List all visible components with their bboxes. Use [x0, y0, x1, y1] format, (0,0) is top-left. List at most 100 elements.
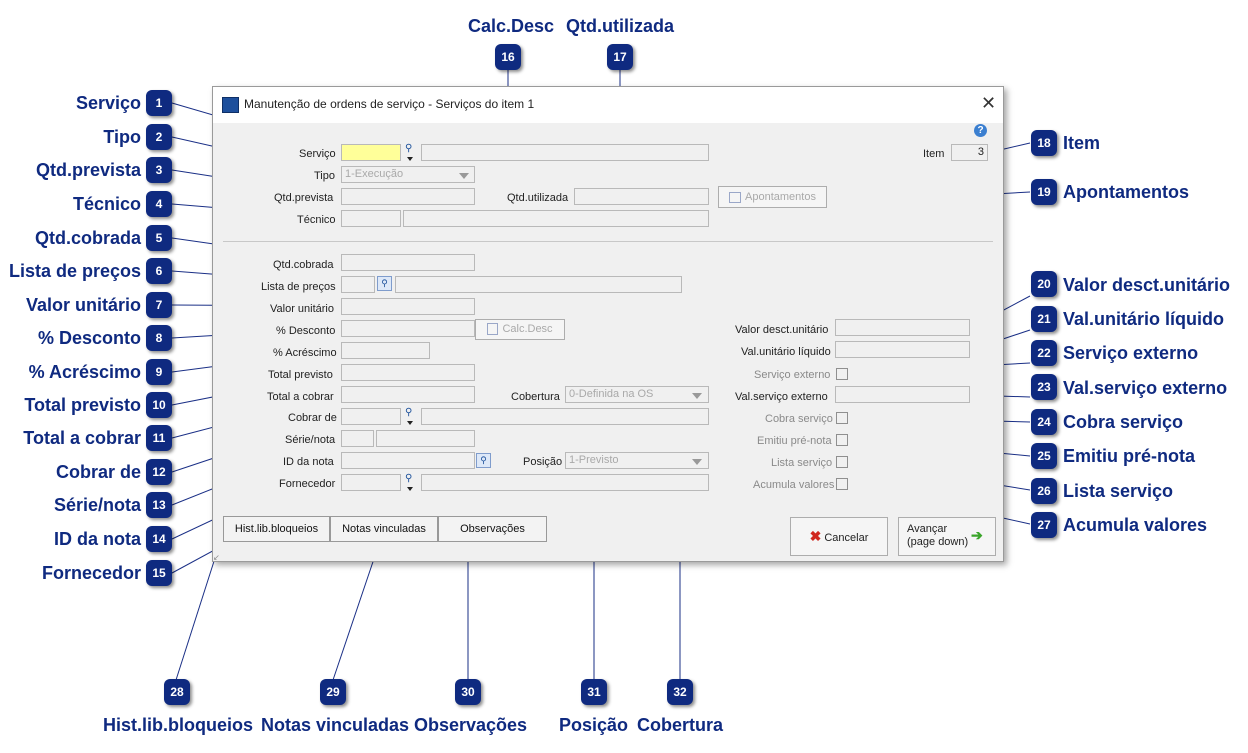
callout-badge-6: 6: [146, 258, 172, 284]
callout-label-32: Cobertura: [637, 715, 724, 735]
tipo-chevron-down-icon[interactable]: [459, 173, 469, 179]
avancar-button[interactable]: Avançar (page down) ➔: [898, 517, 996, 556]
total-previsto-input[interactable]: [341, 364, 475, 381]
fornecedor-label: Fornecedor: [279, 478, 336, 490]
tab-observacoes[interactable]: Observações: [438, 516, 547, 542]
lista-precos-label: Lista de preços: [261, 281, 336, 293]
title-bar: Manutenção de ordens de serviço - Serviç…: [213, 87, 1003, 123]
qtd-utilizada-input[interactable]: [574, 188, 709, 205]
callout-label-5: Qtd.cobrada: [34, 228, 141, 248]
cobrar-de-dropdown-icon[interactable]: [407, 421, 413, 425]
servico-externo-label: Serviço externo: [754, 369, 831, 381]
callout-badge-1: 1: [146, 90, 172, 116]
val-unitario-liquido-label: Val.unitário líquido: [741, 346, 831, 358]
servico-input[interactable]: [341, 144, 401, 161]
pct-desconto-label: % Desconto: [276, 325, 336, 337]
callout-label-2: Tipo: [103, 127, 141, 147]
callout-label-14: ID da nota: [53, 529, 141, 549]
callout-badge-16: 16: [495, 44, 521, 70]
servico-search-icon[interactable]: ⚲: [405, 143, 413, 154]
servico-externo-checkbox[interactable]: [836, 368, 848, 380]
callout-badge-11: 11: [146, 425, 172, 451]
callout-label-9: % Acréscimo: [28, 362, 141, 382]
callout-badge-4: 4: [146, 191, 172, 217]
nota-input[interactable]: [376, 430, 475, 447]
id-nota-input[interactable]: [341, 452, 475, 469]
callout-badge-7: 7: [146, 292, 172, 318]
qtd-prevista-input[interactable]: [341, 188, 475, 205]
cobertura-chevron-down-icon[interactable]: [692, 393, 702, 399]
callout-label-3: Qtd.prevista: [35, 160, 141, 180]
callout-badge-28: 28: [164, 679, 190, 705]
tecnico-input[interactable]: [341, 210, 401, 227]
callout-label-24: Cobra serviço: [1063, 412, 1184, 432]
posicao-chevron-down-icon[interactable]: [692, 459, 702, 465]
posicao-select[interactable]: 1-Previsto: [565, 452, 709, 469]
cancelar-button[interactable]: ✖Cancelar: [790, 517, 888, 556]
callout-label-19: Apontamentos: [1063, 182, 1189, 202]
tipo-select[interactable]: 1-Execução: [341, 166, 475, 183]
callout-badge-12: 12: [146, 459, 172, 485]
fornecedor-input[interactable]: [341, 474, 401, 491]
tecnico-label: Técnico: [297, 214, 336, 226]
tab-hist-lib-bloqueios[interactable]: Hist.lib.bloqueios: [223, 516, 330, 542]
arrow-right-icon: ➔: [971, 527, 983, 543]
val-servico-externo-input[interactable]: [835, 386, 970, 403]
callout-badge-3: 3: [146, 157, 172, 183]
help-icon[interactable]: ?: [974, 124, 987, 137]
service-order-dialog: Manutenção de ordens de serviço - Serviç…: [212, 86, 1004, 562]
val-unitario-liquido-input[interactable]: [835, 341, 970, 358]
callout-badge-18: 18: [1031, 130, 1057, 156]
fornecedor-search-icon[interactable]: ⚲: [405, 473, 413, 484]
acumula-valores-checkbox[interactable]: [836, 478, 848, 490]
pct-acrescimo-input[interactable]: [341, 342, 430, 359]
close-icon[interactable]: ✕: [981, 93, 997, 113]
qtd-prevista-label: Qtd.prevista: [274, 192, 334, 204]
emitiu-pre-nota-checkbox[interactable]: [836, 434, 848, 446]
cobertura-label: Cobertura: [511, 391, 560, 403]
callout-badge-24: 24: [1031, 409, 1057, 435]
cobrar-de-input[interactable]: [341, 408, 401, 425]
callout-badge-9: 9: [146, 359, 172, 385]
cancelar-button-label: Cancelar: [824, 532, 869, 544]
total-cobrar-input[interactable]: [341, 386, 475, 403]
item-field[interactable]: 3: [951, 144, 988, 161]
callout-badge-21: 21: [1031, 306, 1057, 332]
servico-dropdown-icon[interactable]: [407, 157, 413, 161]
id-nota-search-icon[interactable]: ⚲: [476, 453, 491, 468]
pct-acrescimo-label: % Acréscimo: [273, 347, 337, 359]
valor-desc-unitario-input[interactable]: [835, 319, 970, 336]
serie-input[interactable]: [341, 430, 374, 447]
cobertura-select[interactable]: 0-Definida na OS: [565, 386, 709, 403]
cobrar-de-search-icon[interactable]: ⚲: [405, 407, 413, 418]
cobrar-de-label: Cobrar de: [288, 412, 337, 424]
apontamentos-button[interactable]: Apontamentos: [718, 186, 827, 208]
lista-servico-checkbox[interactable]: [836, 456, 848, 468]
callout-label-12: Cobrar de: [55, 462, 141, 482]
calc-desc-button[interactable]: Calc.Desc: [475, 319, 565, 340]
lista-precos-input[interactable]: [341, 276, 375, 293]
cobra-servico-checkbox[interactable]: [836, 412, 848, 424]
resize-grip-icon: ↙: [213, 553, 220, 562]
callout-label-15: Fornecedor: [41, 563, 141, 583]
callout-badge-5: 5: [146, 225, 172, 251]
callout-label-22: Serviço externo: [1063, 343, 1199, 363]
callout-label-18: Item: [1063, 133, 1101, 153]
callout-label-11: Total a cobrar: [23, 428, 141, 448]
tab-notas-vinculadas[interactable]: Notas vinculadas: [330, 516, 438, 542]
valor-unitario-label: Valor unitário: [270, 303, 334, 315]
callout-label-31: Posição: [559, 715, 629, 735]
pct-desconto-input[interactable]: [341, 320, 475, 337]
valor-unitario-input[interactable]: [341, 298, 475, 315]
cobrar-de-description: [421, 408, 709, 425]
qtd-cobrada-input[interactable]: [341, 254, 475, 271]
emitiu-pre-nota-label: Emitiu pré-nota: [757, 435, 832, 447]
callout-badge-13: 13: [146, 492, 172, 518]
fornecedor-dropdown-icon[interactable]: [407, 487, 413, 491]
fornecedor-description: [421, 474, 709, 491]
lista-precos-search-icon[interactable]: ⚲: [377, 276, 392, 291]
acumula-valores-label: Acumula valores: [753, 479, 835, 491]
callout-badge-25: 25: [1031, 443, 1057, 469]
callout-badge-27: 27: [1031, 512, 1057, 538]
callout-badge-8: 8: [146, 325, 172, 351]
